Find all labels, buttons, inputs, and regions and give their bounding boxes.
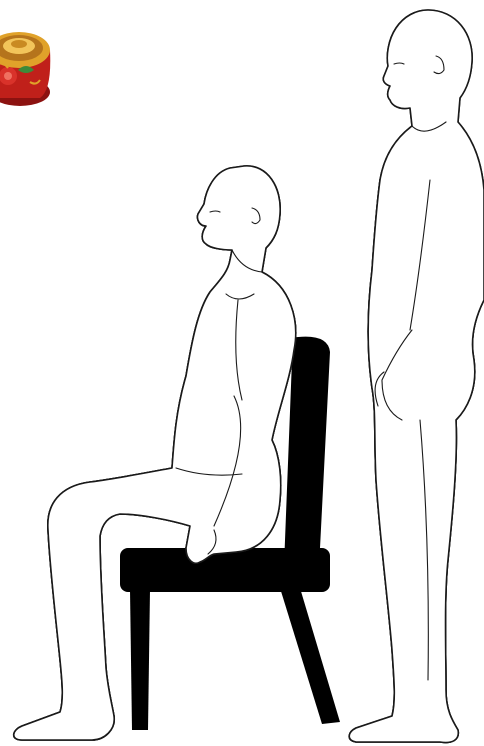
standing-person [349,10,484,743]
seated-person [14,166,296,740]
khokhloma-pot-icon [0,32,50,106]
